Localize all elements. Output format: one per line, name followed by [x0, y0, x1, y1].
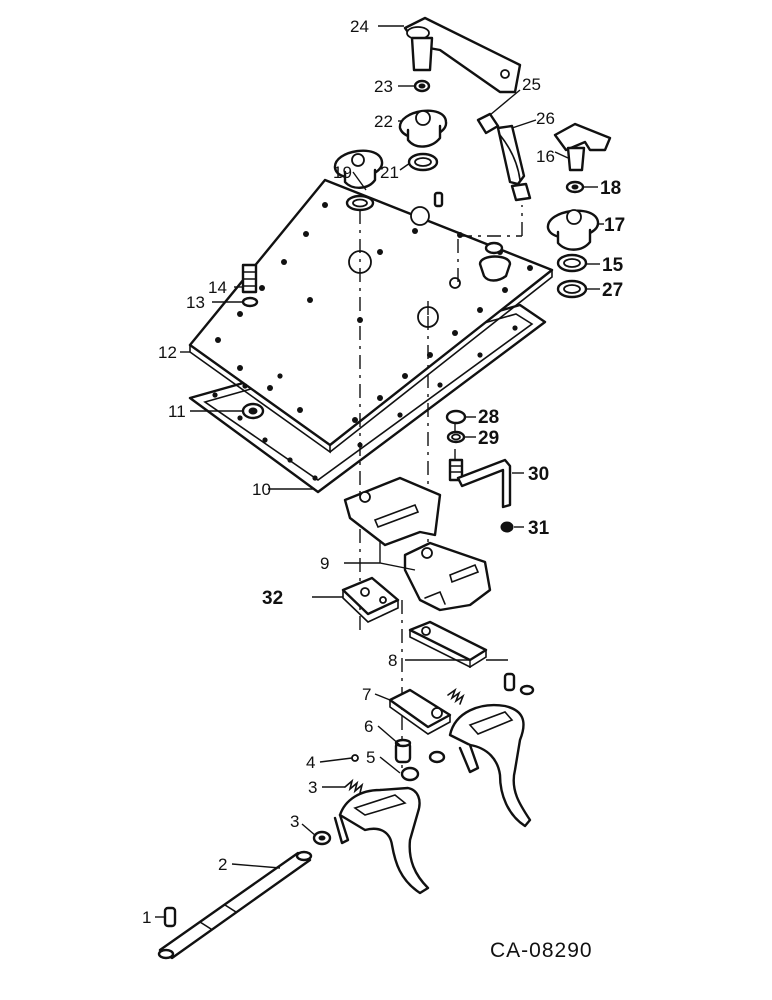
- callout-12: 11: [168, 402, 186, 421]
- nut-32: [500, 521, 514, 533]
- drawing-code: CA-08290: [490, 939, 593, 962]
- washer-30: [446, 430, 466, 444]
- callout-31: 30: [528, 464, 549, 485]
- retainer-18: [546, 209, 600, 251]
- seal-22: [407, 152, 439, 172]
- interlock-plate-10b: [403, 541, 492, 612]
- spring-4: [344, 778, 364, 794]
- shift-rail-2: [157, 850, 313, 960]
- callout-7: 6: [364, 717, 373, 736]
- callout-23: 22: [374, 112, 393, 131]
- retainer-21: [333, 149, 384, 189]
- callout-6: 5: [366, 748, 375, 767]
- callout-27: 26: [536, 109, 555, 128]
- callout-32: 31: [528, 518, 550, 539]
- callout-8: 7: [362, 685, 371, 704]
- nut-3: [312, 830, 332, 846]
- nut-upper: [519, 684, 535, 696]
- washer-19: [565, 180, 585, 194]
- block-33: [341, 576, 400, 623]
- callout-33: 32: [262, 588, 283, 609]
- bolt-15: [241, 263, 258, 294]
- plate-9: [408, 620, 488, 668]
- connector-26: [476, 112, 500, 135]
- plug-fitting: [478, 241, 512, 282]
- washer-14: [241, 296, 259, 308]
- tube-31: [448, 458, 512, 509]
- callout-30: 29: [478, 428, 499, 449]
- washer-28: [556, 279, 588, 299]
- callout-16: 16: [536, 147, 555, 166]
- pin-upper: [503, 672, 516, 692]
- vent-12: [241, 402, 265, 420]
- retainer-23: [398, 109, 448, 148]
- seal-17: [556, 253, 588, 273]
- roll-pin-1: [163, 906, 177, 928]
- callout-14: 13: [186, 293, 205, 312]
- callout-15: 14: [208, 278, 227, 297]
- seal-21: [345, 194, 375, 212]
- callout-25: 24: [350, 17, 369, 36]
- callout-19: 18: [600, 178, 621, 199]
- callout-28: 27: [602, 280, 623, 301]
- nut-6: [400, 750, 446, 782]
- callout-10: 9: [320, 554, 329, 573]
- callout-1: 1: [142, 908, 151, 927]
- callout-17: 15: [602, 255, 624, 276]
- callout-21: 19: [333, 163, 352, 182]
- callout-3: 3: [290, 812, 299, 831]
- leader-lines: [155, 25, 604, 918]
- shift-fork-left: [333, 786, 430, 895]
- callout-26: 25: [522, 75, 541, 94]
- plate-8: [388, 688, 452, 735]
- ball-5: [351, 754, 359, 762]
- spring-upper: [447, 687, 465, 705]
- callout-4: 3: [308, 778, 317, 797]
- nut-29: [445, 409, 467, 425]
- cap-16: [553, 122, 612, 172]
- shift-lever-25: [403, 16, 522, 94]
- callout-24: 23: [374, 77, 393, 96]
- callout-13: 12: [158, 343, 177, 362]
- washer-24: [413, 79, 431, 93]
- callout-2: 2: [218, 855, 227, 874]
- gasket-holes: [212, 325, 518, 481]
- dowel-pin: [433, 191, 444, 208]
- interlock-plate-10a: [343, 476, 442, 547]
- callout-labels: 24 23 25 26 22 16 19 21 18 17 15 27 14 1…: [142, 17, 625, 927]
- callout-29: 28: [478, 407, 499, 428]
- shift-fork-right: [448, 703, 532, 828]
- cover-plate-13: [188, 178, 554, 454]
- callout-11: 10: [252, 480, 271, 499]
- callout-18: 17: [604, 215, 625, 236]
- callout-22: 21: [380, 163, 399, 182]
- tube-27: [496, 124, 532, 202]
- callout-9: 8: [388, 651, 397, 670]
- callout-5: 4: [306, 753, 315, 772]
